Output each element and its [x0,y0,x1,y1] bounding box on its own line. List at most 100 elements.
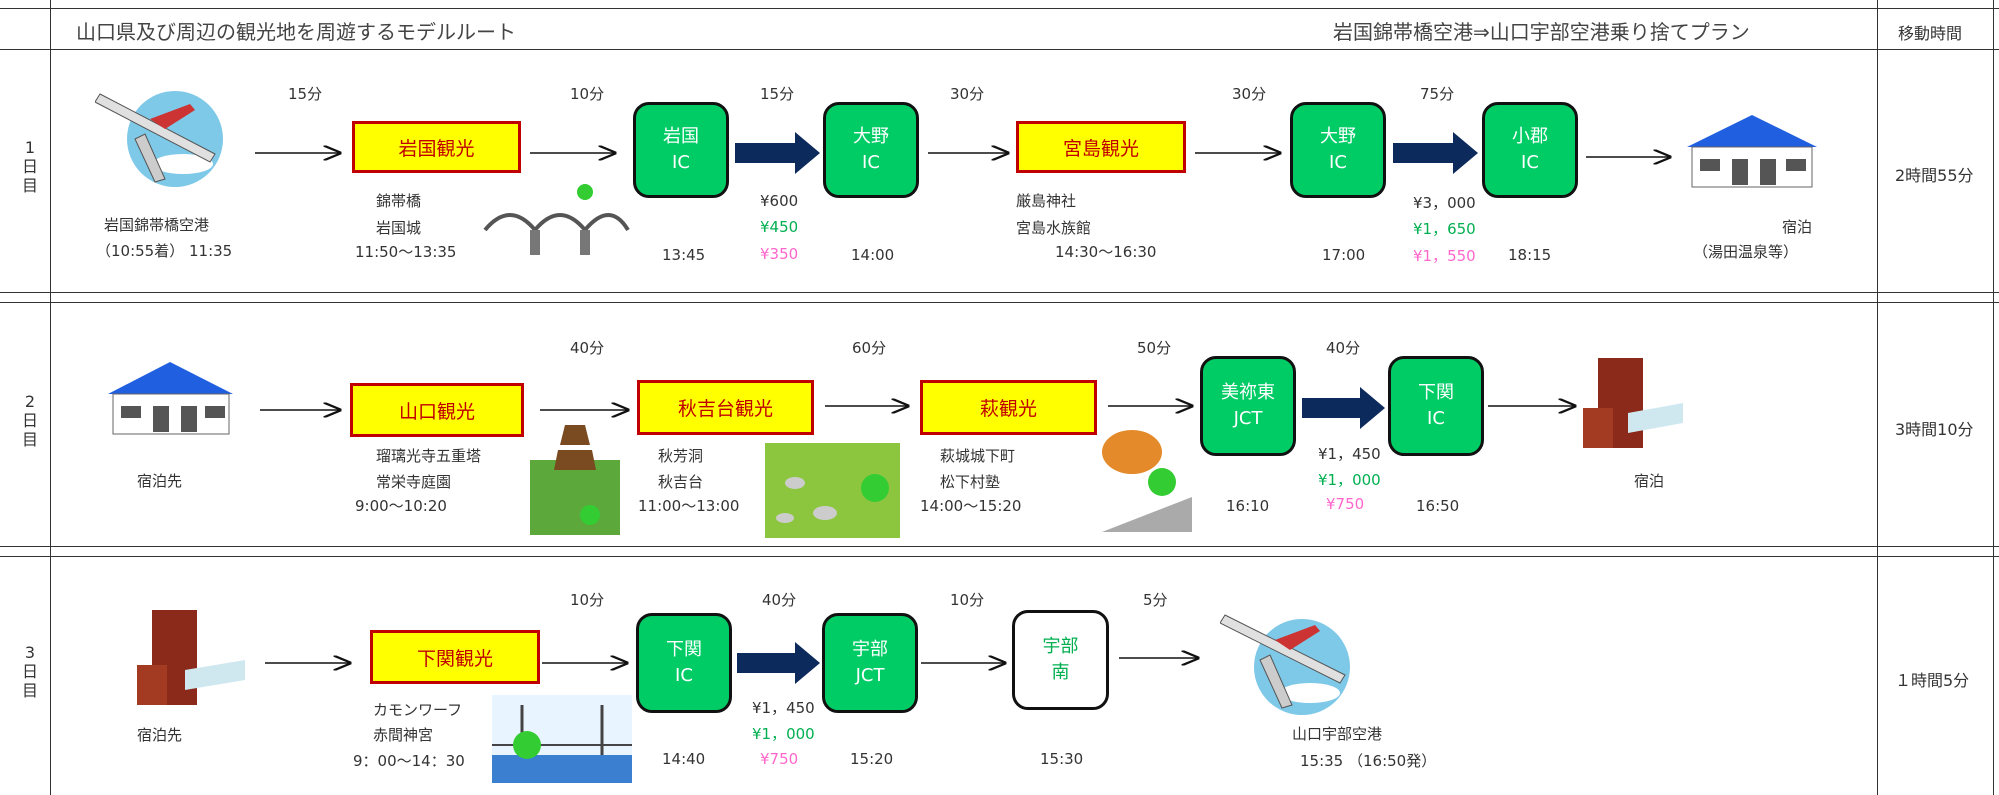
day3-move-time: １時間5分 [1895,671,1970,690]
spot: 常栄寺庭園 [376,473,452,491]
duration: 30分 [1232,85,1267,103]
toll-discount: ¥750 [1326,495,1365,513]
toll-discount: ¥1，550 [1413,247,1476,265]
spot: 秋吉台 [658,473,704,491]
grid-line [1877,0,1878,795]
toll-regular: ¥1，450 [752,699,815,717]
grid-line [0,546,1999,547]
day1-move-time: 2時間55分 [1895,166,1974,185]
duration: 50分 [1137,339,1172,357]
toll-etc: ¥1，000 [752,725,815,743]
kanmon-bridge-illustration [492,695,632,783]
sight-time: 11:00～13:00 [638,497,740,515]
toll-discount: ¥350 [760,245,799,263]
duration: 40分 [1326,339,1361,357]
duration: 40分 [570,339,605,357]
day2-end-name: 宿泊 [1634,472,1665,490]
grid-line [0,292,1999,293]
airplane-icon [1220,614,1350,715]
day2-start-name: 宿泊先 [137,472,183,490]
toll-discount: ¥750 [760,750,799,768]
duration: 30分 [950,85,985,103]
grid-line [0,49,1999,50]
sight-hagi: 萩観光 [920,380,1097,435]
toll-etc: ¥450 [760,218,799,236]
toll-etc: ¥1，650 [1413,220,1476,238]
ic-time: 16:50 [1416,497,1460,515]
ic-time: 14:40 [662,750,706,768]
toll-regular: ¥3，000 [1413,194,1476,212]
spot: 松下村塾 [940,473,1001,491]
grid-line [1993,0,1994,795]
spot: 瑠璃光寺五重塔 [376,447,482,465]
tower-hotel-icon [137,610,245,705]
day2-move-time: 3時間10分 [1895,420,1974,439]
day1-end-sub: （湯田温泉等） [1693,243,1799,261]
page-title: 山口県及び周辺の観光地を周遊するモデルルート [76,20,516,44]
ic-time: 17:00 [1322,246,1366,264]
spot: 岩国城 [376,219,422,237]
day3-end-time: 15:35 （16:50発） [1300,752,1437,770]
sight-yamaguchi: 山口観光 [350,383,524,437]
day1-end-name: 宿泊 [1782,218,1813,236]
karst-illustration [765,443,900,538]
grid-line [50,0,51,795]
duration: 60分 [852,339,887,357]
airplane-icon [95,91,223,187]
spot: 錦帯橋 [376,192,422,210]
grid-line [0,302,1999,303]
grid-line [0,556,1999,557]
day1-start-name: 岩国錦帯橋空港 [104,216,210,234]
hagi-illustration [1102,430,1192,532]
ic-ube-minami: 宇部南 [1012,610,1109,710]
duration: 40分 [762,591,797,609]
pagoda-illustration [530,425,620,535]
spot: 厳島神社 [1016,192,1077,210]
toll-regular: ¥1，450 [1318,445,1381,463]
sight-time: 14:00～15:20 [920,497,1022,515]
sight-time: 9：00～14：30 [353,752,465,770]
ic-time: 18:15 [1508,246,1552,264]
spot: カモンワーフ [373,701,463,719]
toll-etc: ¥1，000 [1318,471,1381,489]
tower-hotel-icon [1583,358,1683,448]
sight-shimonoseki: 下関観光 [370,630,540,684]
day3-end-name: 山口宇部空港 [1292,725,1383,743]
ic-time: 14:00 [851,246,895,264]
move-time-header: 移動時間 [1898,24,1963,43]
ic-time: 15:20 [850,750,894,768]
duration: 10分 [570,591,605,609]
hotel-icon [108,362,233,435]
spot: 萩城城下町 [940,447,1016,465]
ic-time: 13:45 [662,246,706,264]
day1-start-time: （10:55着） 11:35 [96,242,233,260]
hotel-icon [1687,115,1817,188]
spot: 赤間神宮 [373,726,434,744]
duration: 10分 [950,591,985,609]
sight-time: 14:30～16:30 [1055,243,1157,261]
sight-time: 9:00～10:20 [355,497,447,515]
day3-start-name: 宿泊先 [137,726,183,744]
plan-title: 岩国錦帯橋空港⇒山口宇部空港乗り捨てプラン [1333,20,1750,44]
duration: 5分 [1143,591,1168,609]
spot: 秋芳洞 [658,447,704,465]
sight-miyajima: 宮島観光 [1016,121,1186,173]
toll-regular: ¥600 [760,192,799,210]
ic-time: 15:30 [1040,750,1084,768]
duration: 15分 [288,85,323,103]
duration: 75分 [1420,85,1455,103]
kintai-bridge-illustration [483,184,630,255]
grid-line [0,8,1999,9]
ic-time: 16:10 [1226,497,1270,515]
